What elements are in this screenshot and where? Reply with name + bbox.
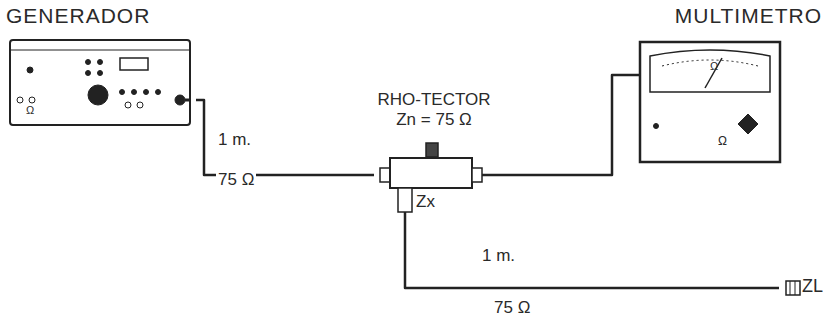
node-heading: GENERADOR [6,4,196,28]
node-heading: MULTIMETRO [628,4,822,28]
cable-impedance: 75 Ω [492,298,532,318]
port-label: Zx [414,192,437,212]
impedance-value: Zn = 75 Ω [374,110,494,130]
load-node: ZL [779,276,823,300]
bridge-node: RHO-TECTORZn = 75 Ω [374,90,494,192]
generator-node: GENERADOR [6,4,196,128]
cable-length: 1 m. [480,246,517,266]
multimeter [628,42,780,162]
meter-range-unit: Ω [716,134,729,148]
node-heading: RHO-TECTOR [374,90,494,110]
cable-impedance: 75 Ω [216,170,256,190]
meter-scale-unit: Ω [708,60,720,72]
coax-cable [196,100,374,175]
coax-cable [482,75,628,175]
coax-cable [405,212,779,288]
signal-generator [10,40,190,125]
cable-length: 1 m. [216,130,253,150]
panel-symbol: Ω [24,104,36,116]
load-connector [786,281,800,295]
load-impedance: ZL [779,276,823,297]
rho-tector-bridge [380,143,482,212]
